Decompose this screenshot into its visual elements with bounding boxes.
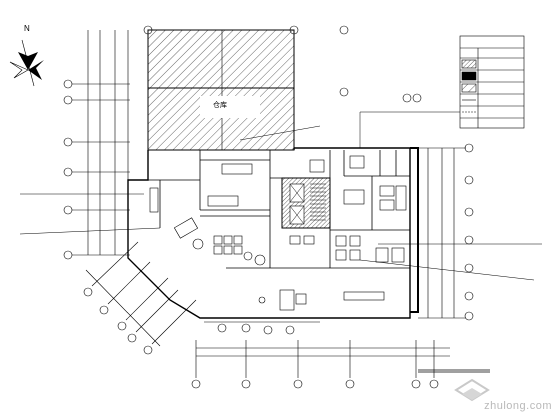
grid-axis-markers-oblique — [83, 287, 153, 355]
north-arrow — [9, 39, 44, 87]
bottom-dimension-lines — [195, 321, 450, 378]
title-block — [418, 369, 490, 373]
legend-table — [459, 35, 525, 129]
warehouse-area — [147, 29, 295, 151]
right-dimension-lines — [418, 147, 466, 319]
watermark-logo — [454, 378, 490, 402]
furniture — [149, 155, 407, 311]
watermark-text: zhulong.com — [484, 400, 552, 412]
compass-letter: N — [24, 24, 30, 33]
grid-axis-markers-right — [464, 143, 474, 321]
stair-elevator-core — [281, 177, 331, 229]
oblique-dimension-lines — [85, 241, 197, 347]
annotation-leaders — [19, 111, 542, 281]
warehouse-label: 仓库 — [212, 102, 228, 110]
interior-walls — [144, 149, 410, 269]
left-dimension-lines — [70, 30, 130, 256]
grid-axis-markers-bottom — [191, 323, 439, 389]
grid-axis-markers-left — [63, 79, 73, 260]
